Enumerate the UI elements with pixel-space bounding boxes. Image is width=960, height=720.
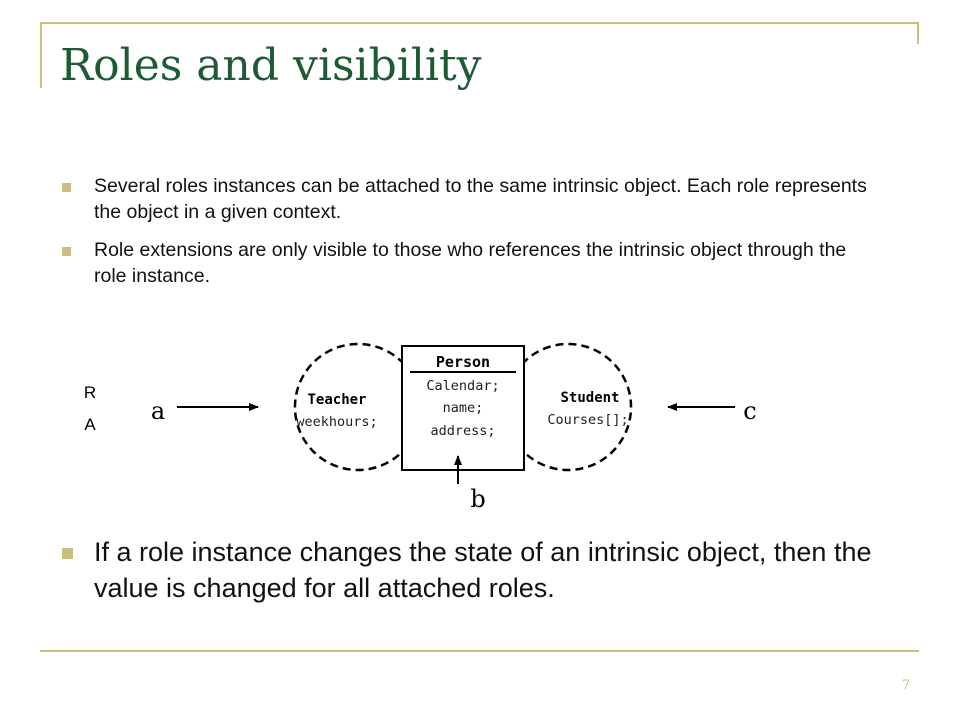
bullet-text: Role extensions are only visible to thos… xyxy=(94,239,847,287)
frame-bottom-line xyxy=(40,650,919,652)
student-role-name: Student xyxy=(560,390,619,406)
frame-top-line xyxy=(40,22,919,24)
person-field: name; xyxy=(443,400,484,416)
ra-label-top: R xyxy=(84,383,96,402)
bullet-item: If a role instance changes the state of … xyxy=(60,534,880,606)
ra-label-bottom: A xyxy=(84,415,96,434)
person-field: address; xyxy=(430,423,495,439)
bullet-item: Role extensions are only visible to thos… xyxy=(60,237,880,289)
page-number: 7 xyxy=(901,678,910,693)
person-object-box xyxy=(401,345,525,471)
frame-right-tick xyxy=(917,22,919,44)
slide-title: Roles and visibility xyxy=(60,40,482,91)
bullet-item: Several roles instances can be attached … xyxy=(60,173,880,225)
reference-label-b: b xyxy=(470,485,485,513)
square-bullet-icon xyxy=(62,247,71,256)
student-role-circle xyxy=(521,342,633,472)
bottom-bullet-list: If a role instance changes the state of … xyxy=(60,534,880,618)
teacher-role-field: weekhours; xyxy=(296,414,377,430)
reference-label-a: a xyxy=(151,397,165,425)
teacher-role-name: Teacher xyxy=(307,392,366,408)
frame-left-line xyxy=(40,22,42,88)
square-bullet-icon xyxy=(62,183,71,192)
reference-label-c: c xyxy=(743,397,756,425)
student-role-field: Courses[]; xyxy=(547,412,628,428)
teacher-role-circle xyxy=(293,342,405,472)
person-name: Person xyxy=(436,353,490,371)
square-bullet-icon xyxy=(62,548,73,559)
bullet-list: Several roles instances can be attached … xyxy=(60,173,880,301)
bullet-text: If a role instance changes the state of … xyxy=(94,537,872,603)
bullet-text: Several roles instances can be attached … xyxy=(94,175,867,223)
person-field: Calendar; xyxy=(426,378,499,394)
